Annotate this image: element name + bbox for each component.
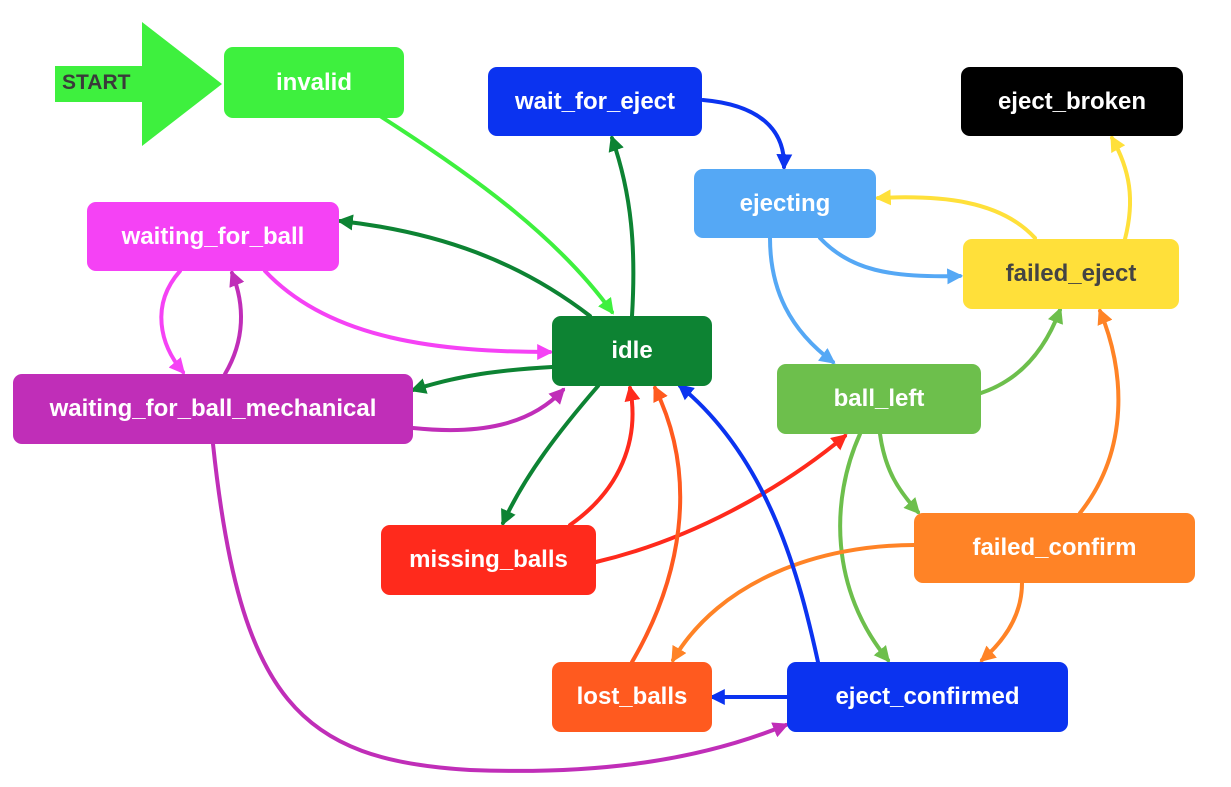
edge-idle-to-missing-balls (501, 384, 600, 526)
state-ejecting[interactable]: ejecting (694, 169, 876, 238)
state-waiting-for-ball-mechanical[interactable]: waiting_for_ball_mechanical (13, 374, 413, 444)
edge-ejecting-to-ball-left (768, 236, 836, 364)
edge-failed-confirm-to-lost-balls (671, 543, 916, 663)
edge-failed-eject-to-ejecting (874, 189, 1037, 240)
edge-waiting-for-ball-mechanical-to-eject-confirmed (211, 442, 789, 773)
edge-failed-confirm-to-failed-eject (1078, 308, 1121, 515)
state-wait-for-eject[interactable]: wait_for_eject (488, 67, 702, 136)
edge-failed-confirm-to-eject-confirmed (979, 581, 1024, 663)
edge-failed-eject-to-eject-broken (1110, 135, 1133, 241)
edge-invalid-to-idle (378, 114, 614, 315)
edge-idle-to-wait-for-eject (608, 134, 636, 318)
start-label: START (62, 71, 131, 94)
edge-idle-to-waiting-for-ball (336, 214, 592, 318)
edge-ejecting-to-failed-eject (818, 236, 964, 285)
state-idle[interactable]: idle (552, 316, 712, 386)
edge-missing-balls-to-ball-left (594, 433, 848, 564)
start-arrow (55, 22, 222, 146)
state-failed-eject[interactable]: failed_eject (963, 239, 1179, 309)
edge-missing-balls-to-idle (568, 384, 641, 527)
edge-ball-left-to-failed-eject (979, 307, 1063, 395)
state-missing-balls[interactable]: missing_balls (381, 525, 596, 595)
edge-ball-left-to-eject-confirmed (838, 432, 891, 663)
edge-eject-confirmed-to-idle (677, 383, 820, 664)
state-eject-confirmed[interactable]: eject_confirmed (787, 662, 1068, 732)
state-lost-balls[interactable]: lost_balls (552, 662, 712, 732)
edge-waiting-for-ball-to-waiting-for-ball-mechanical (159, 269, 186, 375)
state-waiting-for-ball[interactable]: waiting_for_ball (87, 202, 339, 271)
edge-ball-left-to-failed-confirm (878, 432, 921, 515)
state-failed-confirm[interactable]: failed_confirm (914, 513, 1195, 583)
state-ball-left[interactable]: ball_left (777, 364, 981, 434)
state-invalid[interactable]: invalid (224, 47, 404, 118)
edge-wait-for-eject-to-ejecting (701, 98, 793, 171)
edge-waiting-for-ball-mechanical-to-waiting-for-ball (223, 270, 245, 376)
edge-idle-to-waiting-for-ball-mechanical (409, 365, 554, 394)
edge-waiting-for-ball-mechanical-to-idle (411, 387, 566, 433)
state-eject-broken[interactable]: eject_broken (961, 67, 1183, 136)
edge-lost-balls-to-idle (630, 385, 683, 664)
edge-waiting-for-ball-to-idle (263, 269, 554, 360)
